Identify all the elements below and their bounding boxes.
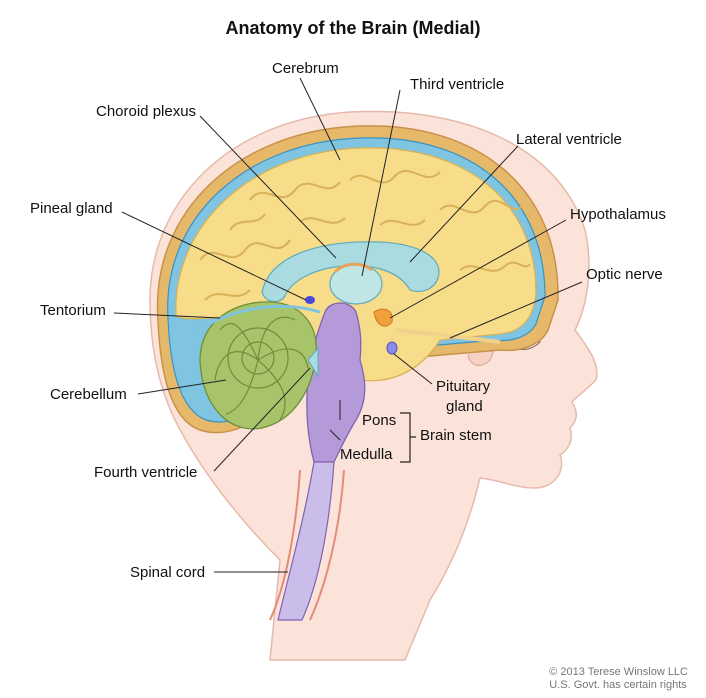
label-third-ventricle: Third ventricle xyxy=(410,76,505,93)
spinal-canal-line xyxy=(269,469,301,621)
pituitary-gland-shape xyxy=(386,341,398,355)
page-title: Anatomy of the Brain (Medial) xyxy=(225,18,481,38)
label-medulla: Medulla xyxy=(340,446,393,463)
label-tentorium: Tentorium xyxy=(40,302,106,319)
copyright-line2: U.S. Govt. has certain rights xyxy=(549,679,687,691)
choroid-plexus-shape xyxy=(333,262,373,274)
spinal-canal-line-2 xyxy=(309,469,345,621)
tentorium-shape xyxy=(195,305,321,334)
copyright-line1: © 2013 Terese Winslow LLC xyxy=(549,666,688,678)
copyright-notice: © 2013 Terese Winslow LLC U.S. Govt. has… xyxy=(549,666,688,692)
optic-nerve-shape xyxy=(395,328,501,344)
label-hypothalamus: Hypothalamus xyxy=(570,206,666,223)
fourth-ventricle-shape xyxy=(307,346,319,378)
hypothalamus-shape xyxy=(373,308,393,327)
label-pituitary-line1: Pituitary xyxy=(436,378,491,395)
cerebellum-folia xyxy=(214,316,309,421)
lateral-ventricle-shape xyxy=(261,241,440,303)
label-optic-nerve: Optic nerve xyxy=(586,266,663,283)
label-brain-stem: Brain stem xyxy=(420,427,492,444)
brainstem-bracket xyxy=(400,412,416,463)
label-spinal-cord: Spinal cord xyxy=(130,564,206,581)
gyri-lines xyxy=(199,169,531,301)
label-cerebellum: Cerebellum xyxy=(50,386,127,403)
label-cerebrum: Cerebrum xyxy=(272,60,339,77)
leader-lines xyxy=(113,77,583,573)
label-pons: Pons xyxy=(362,412,397,429)
label-pineal-gland: Pineal gland xyxy=(30,200,113,217)
spinal-cord-shape xyxy=(277,461,335,621)
label-pituitary-line2: gland xyxy=(446,398,483,415)
label-choroid-plexus: Choroid plexus xyxy=(96,103,197,120)
pineal-gland-shape xyxy=(305,296,315,304)
label-lateral-ventricle: Lateral ventricle xyxy=(516,131,622,148)
label-fourth-ventricle: Fourth ventricle xyxy=(94,464,198,481)
